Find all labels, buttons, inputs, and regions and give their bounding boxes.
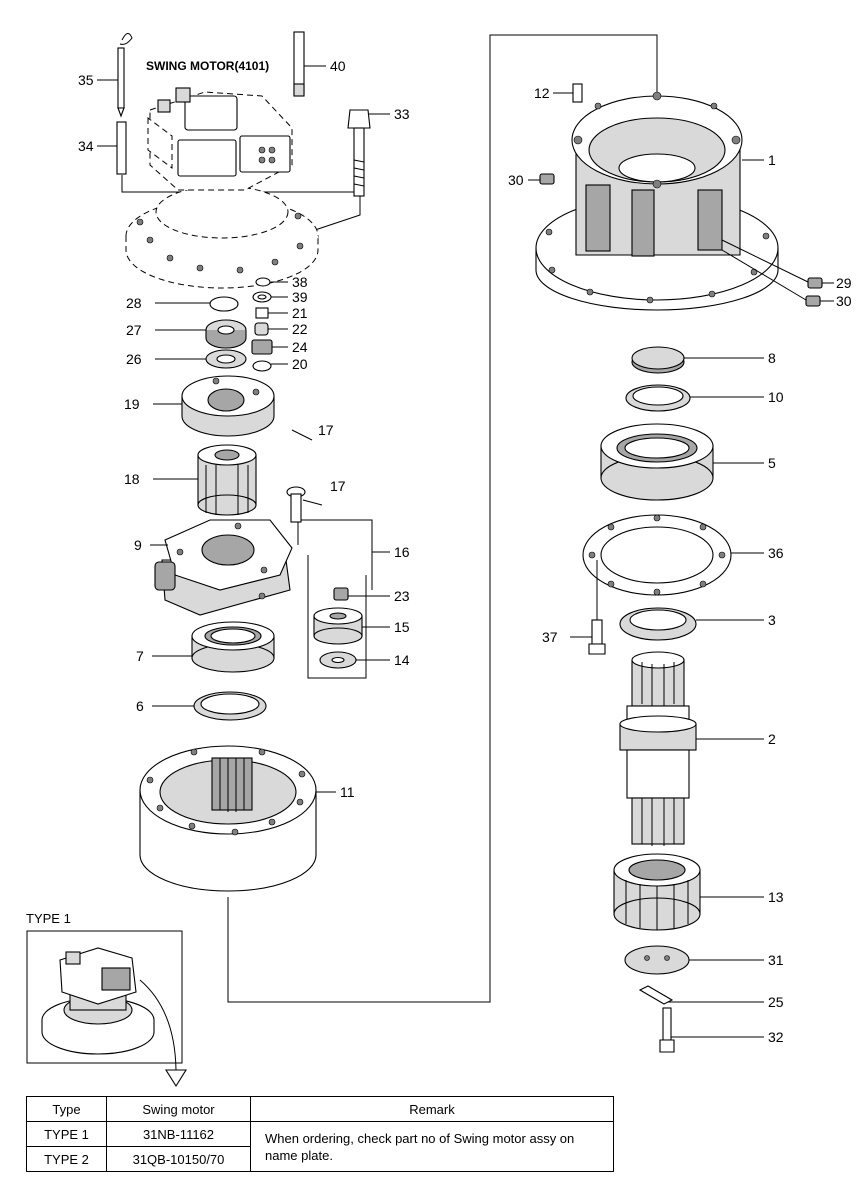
callout-20: 20 — [292, 356, 308, 372]
callout-17b: 17 — [330, 478, 346, 494]
callout-6: 6 — [136, 698, 144, 714]
callout-26: 26 — [126, 351, 142, 367]
callout-29: 29 — [836, 275, 852, 291]
callout-3: 3 — [768, 612, 776, 628]
row-motor: 31QB-10150/70 — [106, 1146, 251, 1172]
part-2-shaft — [619, 651, 697, 846]
part-1-housing — [535, 91, 779, 311]
callout-37: 32 — [768, 1029, 784, 1045]
part-18-sun-gear — [197, 444, 257, 516]
callout-24: 24 — [292, 339, 308, 355]
callout-21: 21 — [292, 305, 308, 321]
callout-15: 15 — [394, 619, 410, 635]
bracket-16 — [297, 519, 373, 590]
callout-30a: 30 — [508, 172, 524, 188]
small-parts-stack — [251, 277, 273, 372]
callout-25: 25 — [768, 994, 784, 1010]
header-swing-motor: Swing motor — [106, 1096, 251, 1122]
callout-13: 13 — [768, 889, 784, 905]
part-34-plate — [582, 514, 732, 596]
part-30a-bolt — [539, 173, 555, 185]
part-6-ring — [193, 691, 267, 721]
part-5-bearing — [600, 423, 714, 501]
callout-22: 22 — [292, 321, 308, 337]
part-12-pin — [572, 83, 583, 103]
callout-38: 38 — [292, 274, 308, 290]
part-28-ring — [209, 296, 239, 312]
table-row: TYPE 2 31QB-10150/70 — [26, 1146, 614, 1172]
header-type: Type — [26, 1096, 107, 1122]
part-8-disc — [631, 346, 685, 374]
callout-12: 12 — [534, 85, 550, 101]
part-37-bolt — [659, 1007, 675, 1053]
callout-31: 33 — [394, 106, 410, 122]
row-motor: 31NB-11162 — [106, 1121, 251, 1147]
part-36-plate — [624, 945, 690, 975]
callout-28: 28 — [126, 295, 142, 311]
part-9-planet-carrier — [154, 519, 293, 616]
part-35-bolt — [588, 560, 606, 655]
row-type: TYPE 1 — [26, 1121, 107, 1147]
leader-lines — [97, 65, 834, 1038]
remark-text: When ordering, check part no of Swing mo… — [250, 1121, 614, 1172]
part-25-lock-plate — [638, 985, 674, 1005]
callout-16: 16 — [394, 544, 410, 560]
callout-36: 31 — [768, 952, 784, 968]
callout-33: 35 — [78, 72, 94, 88]
row-type: TYPE 2 — [26, 1146, 107, 1172]
swing-motor-assembly — [125, 87, 319, 289]
type1-label: TYPE 1 — [26, 911, 71, 926]
assembly-line-right — [227, 34, 658, 1003]
callout-39: 39 — [292, 289, 308, 305]
callout-14: 14 — [394, 652, 410, 668]
diagram-title: SWING MOTOR(4101) — [146, 59, 269, 73]
part-23-bearing — [333, 587, 349, 601]
part-3-seal — [619, 607, 697, 641]
part-31-bolt — [347, 109, 371, 197]
table-header-row: Type Swing motor Remark — [26, 1096, 614, 1122]
part-15-planet-gear — [313, 607, 363, 645]
part-26-washer — [205, 349, 247, 369]
swing-motor-table: Type Swing motor Remark TYPE 1 31NB-1116… — [26, 1096, 614, 1172]
part-32-pin — [116, 121, 127, 175]
callout-23: 23 — [394, 588, 410, 604]
callout-1: 1 — [768, 152, 776, 168]
callout-11: 11 — [340, 784, 355, 800]
callout-2: 2 — [768, 731, 776, 747]
callout-7: 7 — [136, 648, 144, 664]
callout-10: 10 — [768, 389, 784, 405]
table-row: TYPE 1 31NB-11162 When ordering, check p… — [26, 1121, 614, 1172]
type1-inset — [26, 930, 187, 1088]
callout-9: 9 — [134, 537, 142, 553]
callout-18: 18 — [124, 471, 140, 487]
part-7-bearing — [191, 621, 275, 673]
header-remark: Remark — [250, 1096, 614, 1122]
part-17b-pin — [286, 486, 323, 523]
part-19-carrier — [181, 375, 275, 437]
callout-30b: 30 — [836, 293, 852, 309]
part-10-ring — [625, 384, 691, 412]
callout-40: 40 — [330, 58, 346, 74]
part-29-bolt — [807, 277, 823, 289]
callout-19: 19 — [124, 396, 140, 412]
callout-27: 27 — [126, 322, 142, 338]
callout-34: 36 — [768, 545, 784, 561]
part-33-dipstick — [117, 33, 133, 118]
part-13-pinion — [613, 853, 701, 931]
callout-5: 5 — [768, 455, 776, 471]
part-11-ring-gear — [139, 745, 317, 892]
part-14-washer — [319, 651, 357, 669]
part-40-pin — [293, 31, 305, 97]
part-30b-bolt — [805, 295, 821, 307]
callout-35: 37 — [542, 629, 558, 645]
callout-8: 8 — [768, 350, 776, 366]
part-17a-pin — [291, 429, 313, 441]
callout-17a: 17 — [318, 422, 334, 438]
part-27-gear — [205, 319, 247, 349]
callout-32: 34 — [78, 138, 94, 154]
